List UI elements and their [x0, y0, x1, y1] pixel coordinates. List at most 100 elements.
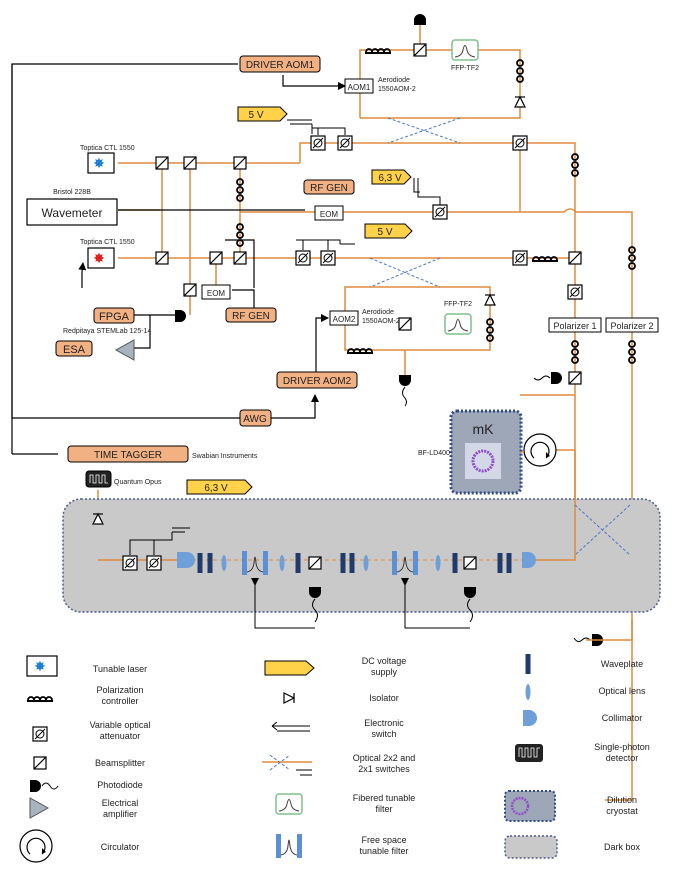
legend-label: switch	[371, 729, 396, 739]
legend-optical-switches-icon	[262, 754, 312, 776]
beamsplitter	[413, 43, 427, 57]
svg-text:FPGA: FPGA	[99, 311, 130, 323]
legend-dc-icon	[264, 660, 315, 676]
circulator	[523, 433, 557, 467]
photodiode	[175, 310, 186, 322]
legend-switch-icon	[271, 721, 310, 732]
variable-attenuator	[146, 555, 162, 571]
legend-label: filter	[375, 804, 392, 814]
legend-photodiode-icon	[30, 780, 41, 792]
waveplate	[197, 553, 203, 573]
tunable-laser-1: ✸	[87, 152, 115, 174]
variable-attenuator	[567, 284, 583, 300]
polarizer2-box: Polarizer 2	[605, 317, 659, 333]
legend-collimator-icon	[523, 710, 537, 726]
legend-label: Dilution	[607, 795, 637, 805]
time-tagger-box: TIME TAGGER	[67, 445, 189, 463]
electronic-switch	[129, 527, 190, 555]
bf-label: BF-LD400	[418, 450, 450, 457]
beamsplitter	[155, 156, 169, 170]
svg-text:✸: ✸	[93, 156, 105, 172]
legend-spd-icon	[515, 744, 543, 762]
legend-label: tunable filter	[359, 846, 408, 856]
beamsplitter	[233, 156, 247, 170]
variable-attenuator	[337, 135, 353, 151]
svg-text:Polarizer 1: Polarizer 1	[553, 321, 596, 331]
svg-text:✸: ✸	[34, 659, 46, 675]
dark-box	[62, 498, 661, 613]
beamsplitter	[568, 251, 582, 265]
legend-label: Photodiode	[97, 780, 143, 790]
legend-label: cryostat	[606, 806, 638, 816]
photodiode	[551, 372, 562, 384]
legend-texts: Tunable laser Polarization controller Va…	[90, 656, 650, 856]
optical-lens	[363, 555, 369, 571]
svg-text:AOM2: AOM2	[333, 315, 356, 324]
dc-supply-63v-bottom: 6,3 V	[186, 479, 253, 495]
fpga-box: FPGA	[93, 307, 135, 324]
esa-box: ESA	[55, 340, 93, 357]
collimator	[177, 552, 195, 568]
electrical-amplifier	[114, 339, 135, 361]
waveplate	[497, 553, 503, 573]
polarization-controller	[346, 348, 374, 354]
isolator	[92, 512, 104, 525]
quantum-opus-label: Quantum Opus	[114, 479, 162, 486]
fibered-tunable-filter	[444, 313, 472, 335]
aerodiode2-label-b: 1550AOM-2	[362, 318, 400, 325]
beamsplitter	[233, 251, 247, 265]
optical-lens	[279, 555, 285, 571]
legend-polarization-controller-icon	[26, 696, 54, 702]
photodiode	[414, 14, 426, 25]
variable-attenuator	[122, 555, 138, 571]
svg-text:mK: mK	[473, 421, 495, 437]
variable-attenuator	[512, 135, 528, 151]
electronic-switch	[296, 239, 355, 250]
svg-text:6,3 V: 6,3 V	[204, 483, 228, 494]
legend-waveplate-icon	[525, 654, 531, 674]
aerodiode2-label-a: Aerodiode	[362, 309, 394, 316]
ffp-mid-label: FFP-TF2	[444, 301, 472, 308]
legend-label: Isolator	[369, 693, 399, 703]
electronic-switch	[287, 119, 346, 135]
tunable-laser-2: ✸	[87, 247, 115, 269]
legend-label: Dark box	[604, 842, 641, 852]
svg-text:6,3 V: 6,3 V	[378, 173, 402, 184]
driver-aom2-box: DRIVER AOM2	[276, 371, 358, 389]
ffp-top-label: FFP-TF2	[451, 65, 479, 72]
cryostat: mK	[449, 409, 523, 495]
legend-lens-icon	[525, 684, 531, 700]
legend-tunable-laser-icon: ✸	[26, 655, 58, 677]
toptica1-label: Toptica CTL 1550	[80, 145, 135, 152]
variable-attenuator	[432, 204, 448, 220]
aerodiode1-label-b: 1550AOM-2	[378, 86, 416, 93]
awg-box: AWG	[239, 409, 272, 427]
waveplate	[207, 553, 213, 573]
legend-label: Waveplate	[601, 659, 643, 669]
legend-freespace-filter-icon	[275, 833, 303, 859]
optical-fibers	[97, 25, 635, 801]
optical-lens	[221, 555, 227, 571]
beamsplitter	[398, 317, 412, 331]
legend-label: Tunable laser	[93, 664, 147, 674]
legend-label: supply	[371, 667, 398, 677]
electrical-wires	[11, 63, 346, 455]
legend-label: Free space	[361, 835, 406, 845]
polarization-controller	[531, 256, 559, 262]
eom-left-box: EOM	[201, 284, 231, 300]
aom2-box: AOM2	[329, 310, 359, 326]
legend-label: controller	[101, 696, 138, 706]
legend-label: Fibered tunable	[353, 793, 416, 803]
legend-amplifier-icon	[29, 797, 50, 819]
beamsplitter	[568, 371, 582, 385]
legend-beamsplitter-icon	[33, 756, 47, 770]
legend-label: detector	[606, 753, 639, 763]
optical-lens	[435, 555, 441, 571]
legend-label: Collimator	[602, 713, 643, 723]
legend: ✸	[19, 654, 558, 863]
eom-top-box: EOM	[314, 205, 344, 221]
legend-fibered-filter-icon	[275, 793, 303, 815]
legend-attenuator-icon	[32, 726, 48, 742]
svg-text:EOM: EOM	[320, 210, 339, 219]
